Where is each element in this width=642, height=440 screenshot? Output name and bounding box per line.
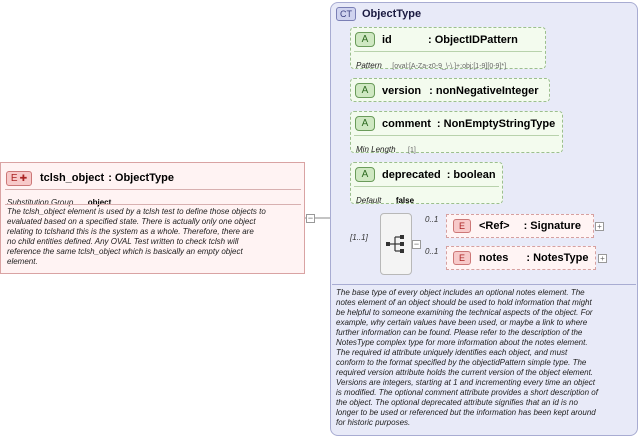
expand-plus-icon: ✚ (19, 172, 28, 183)
attribute-name: version (382, 84, 422, 97)
expand-notes-toggle[interactable]: + (598, 254, 607, 263)
doc-line: The tclsh_object element is used by a tc… (7, 207, 266, 216)
doc-line: for historic purposes. (336, 418, 411, 427)
attribute-type: : NonEmptyStringType (436, 117, 556, 130)
attribute-facet: Default false (356, 190, 414, 208)
facet-value: [oval:[A-Za-z0-9_\-\.]+:obj:[1-9][0-9]*] (392, 63, 507, 70)
attribute-type: : boolean (446, 168, 496, 181)
element-badge: E✚ (6, 170, 32, 186)
child-name: notes (479, 252, 509, 264)
element-type: : ObjectType (108, 172, 174, 184)
complex-type-name: ObjectType (362, 8, 422, 20)
doc-line: The base type of every object includes a… (336, 288, 585, 297)
element-name: tclsh_object (40, 172, 105, 184)
element-header: E✚ tclsh_object : ObjectType (6, 169, 174, 187)
divider (354, 135, 559, 136)
divider (354, 51, 542, 52)
facet-value: false (395, 196, 415, 205)
facet-label: Pattern (356, 61, 382, 70)
divider (354, 186, 499, 187)
child-badge: E (453, 251, 471, 265)
divider (5, 204, 301, 205)
collapse-toggle[interactable]: − (306, 213, 315, 223)
sequence-cardinality: [1..1] (350, 233, 368, 242)
child-element-signature[interactable]: E <Ref> : Signature (446, 214, 594, 238)
attribute-facet: Min Length [1] (356, 139, 416, 157)
child-name: <Ref> (479, 220, 510, 232)
attribute-deprecated[interactable]: A deprecated : boolean Default false (350, 162, 503, 205)
attribute-comment[interactable]: A comment : NonEmptyStringType Min Lengt… (350, 111, 563, 154)
sequence-compositor[interactable] (380, 213, 412, 275)
child-type: : Signature (523, 220, 582, 232)
attribute-badge: A (355, 83, 375, 98)
attribute-header: A version : nonNegativeInteger (355, 83, 539, 98)
attribute-badge: A (355, 32, 375, 47)
expand-signature-toggle[interactable]: + (595, 222, 604, 231)
substitution-group-label: Substitution Group (7, 198, 74, 207)
child-cardinality: 0..1 (425, 247, 439, 256)
child-type: : NotesType (526, 252, 589, 264)
doc-line: element. (7, 257, 38, 266)
doc-line: is modified. The optional comment attrib… (336, 388, 598, 397)
attribute-facet: Pattern [oval:[A-Za-z0-9_\-\.]+:obj:[1-9… (356, 55, 506, 73)
attribute-name: id (382, 33, 392, 46)
attribute-badge: A (355, 116, 375, 131)
doc-line: the object. The optional deprecated attr… (336, 398, 578, 407)
doc-line: no child entities defined. Any OVAL Test… (7, 237, 239, 246)
doc-line: reference the same tclsh_object which is… (7, 247, 243, 256)
child-header: E <Ref> : Signature (453, 219, 581, 233)
doc-line: evaluated based on a specified state. Th… (7, 217, 256, 226)
doc-line: example, why certain values have been us… (336, 318, 588, 327)
divider (5, 189, 301, 190)
doc-line: The required id attribute uniquely ident… (336, 348, 568, 357)
doc-line: notes element of an object should be use… (336, 298, 592, 307)
divider (332, 284, 636, 285)
complex-type-badge: CT (336, 7, 356, 21)
attribute-version[interactable]: A version : nonNegativeInteger (350, 78, 550, 102)
attribute-name: deprecated (382, 168, 441, 181)
doc-line: longer to be used or referenced but the … (336, 408, 596, 417)
attribute-header: A id : ObjectIDPattern (355, 32, 518, 47)
attribute-badge: A (355, 167, 375, 182)
child-element-notes[interactable]: E notes : NotesType (446, 246, 596, 270)
attribute-header: A comment : NonEmptyStringType (355, 116, 555, 131)
sequence-collapse-toggle[interactable]: − (412, 239, 421, 249)
attribute-id[interactable]: A id : ObjectIDPattern Pattern [oval:[A-… (350, 27, 546, 70)
attribute-name: comment (382, 117, 431, 130)
attribute-type: : ObjectIDPattern (428, 33, 518, 46)
substitution-group-row: Substitution Group object (7, 192, 111, 210)
child-header: E notes : NotesType (453, 251, 588, 265)
element-box[interactable]: E✚ tclsh_object : ObjectType Substitutio… (0, 162, 305, 274)
doc-line: conform to the format specified by the o… (336, 358, 587, 367)
attribute-type: : nonNegativeInteger (429, 84, 539, 97)
facet-value: [1] (408, 147, 416, 154)
doc-line: Versions are integers, starting at 1 and… (336, 378, 595, 387)
doc-line: NotesType complex type for more informat… (336, 338, 588, 347)
facet-label: Default (356, 196, 382, 205)
doc-line: be helpful to someone examining the tech… (336, 308, 593, 317)
doc-line: relating to tclshand this is the system … (7, 227, 254, 236)
complex-type-header: CT ObjectType (336, 7, 421, 21)
complex-type-documentation: The base type of every object includes a… (336, 288, 636, 428)
facet-label: Min Length (356, 145, 396, 154)
sequence-icon (386, 235, 404, 253)
doc-line: required version attribute holds the cur… (336, 368, 594, 377)
element-documentation: The tclsh_object element is used by a tc… (7, 207, 303, 267)
attribute-header: A deprecated : boolean (355, 167, 496, 182)
substitution-group-value: object (87, 198, 112, 207)
child-cardinality: 0..1 (425, 215, 439, 224)
doc-line: further information can be found. Please… (336, 328, 583, 337)
child-badge: E (453, 219, 471, 233)
